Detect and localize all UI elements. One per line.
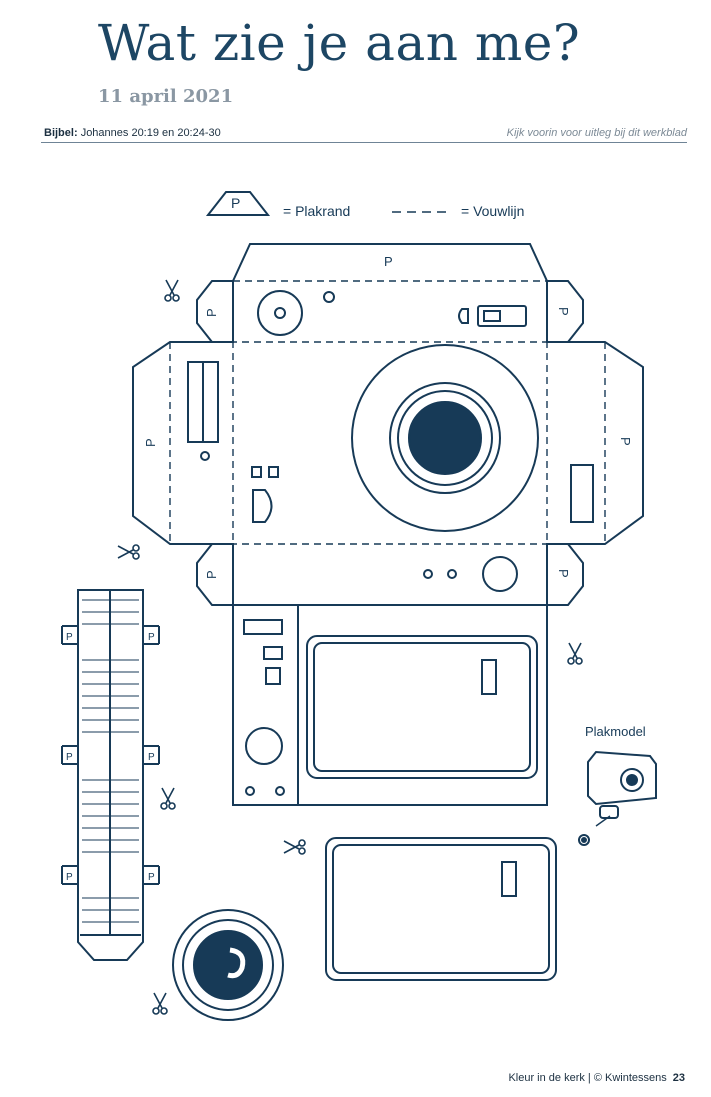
svg-text:P: P	[204, 308, 219, 317]
svg-text:P: P	[143, 438, 158, 447]
scissors-icon	[160, 787, 176, 810]
legend-glue-label: = Plakrand	[283, 203, 350, 219]
svg-text:P: P	[148, 872, 155, 883]
svg-text:P: P	[556, 307, 571, 316]
page-number: 23	[672, 1072, 685, 1084]
model-illustration: Plakmodel	[578, 724, 657, 846]
legend-glue-tab-letter: P	[231, 195, 240, 211]
legend-fold-label: = Vouwlijn	[461, 203, 524, 219]
lens-disc	[172, 909, 284, 1021]
screen-panel	[325, 837, 557, 981]
page-footer: Kleur in de kerk | © Kwintessens 23	[508, 1072, 685, 1084]
svg-text:P: P	[556, 569, 571, 578]
header-rule	[41, 142, 687, 143]
scissors-icon	[283, 839, 306, 855]
scissors-icon	[567, 642, 583, 665]
svg-text:P: P	[204, 570, 219, 579]
bible-ref-text: Johannes 20:19 en 20:24-30	[80, 127, 221, 139]
svg-text:P: P	[66, 872, 73, 883]
camera-net: P P P P P P P	[132, 243, 644, 806]
footer-credit: Kleur in de kerk | © Kwintessens	[508, 1072, 667, 1084]
model-label: Plakmodel	[585, 724, 646, 739]
svg-text:P: P	[618, 437, 633, 446]
scissors-icon	[117, 544, 140, 560]
worksheet-hint: Kijk voorin voor uitleg bij dit werkblad	[506, 127, 687, 139]
page-date: 11 april 2021	[98, 86, 234, 107]
page-title: Wat zie je aan me?	[98, 14, 581, 72]
scissors-icon	[164, 279, 180, 302]
scissors-icon	[152, 992, 168, 1015]
camera-craft-sheet: P = Plakrand = Vouwlijn	[61, 191, 657, 1021]
bible-reference: Bijbel: Johannes 20:19 en 20:24-30	[44, 127, 221, 139]
bible-label: Bijbel:	[44, 127, 78, 139]
legend-glue-tab: P	[205, 191, 271, 216]
svg-text:P: P	[148, 632, 155, 643]
strap-strip: P P P P P P	[61, 589, 160, 961]
svg-text:P: P	[66, 752, 73, 763]
svg-text:P: P	[66, 632, 73, 643]
svg-text:P: P	[148, 752, 155, 763]
svg-text:P: P	[384, 254, 393, 269]
